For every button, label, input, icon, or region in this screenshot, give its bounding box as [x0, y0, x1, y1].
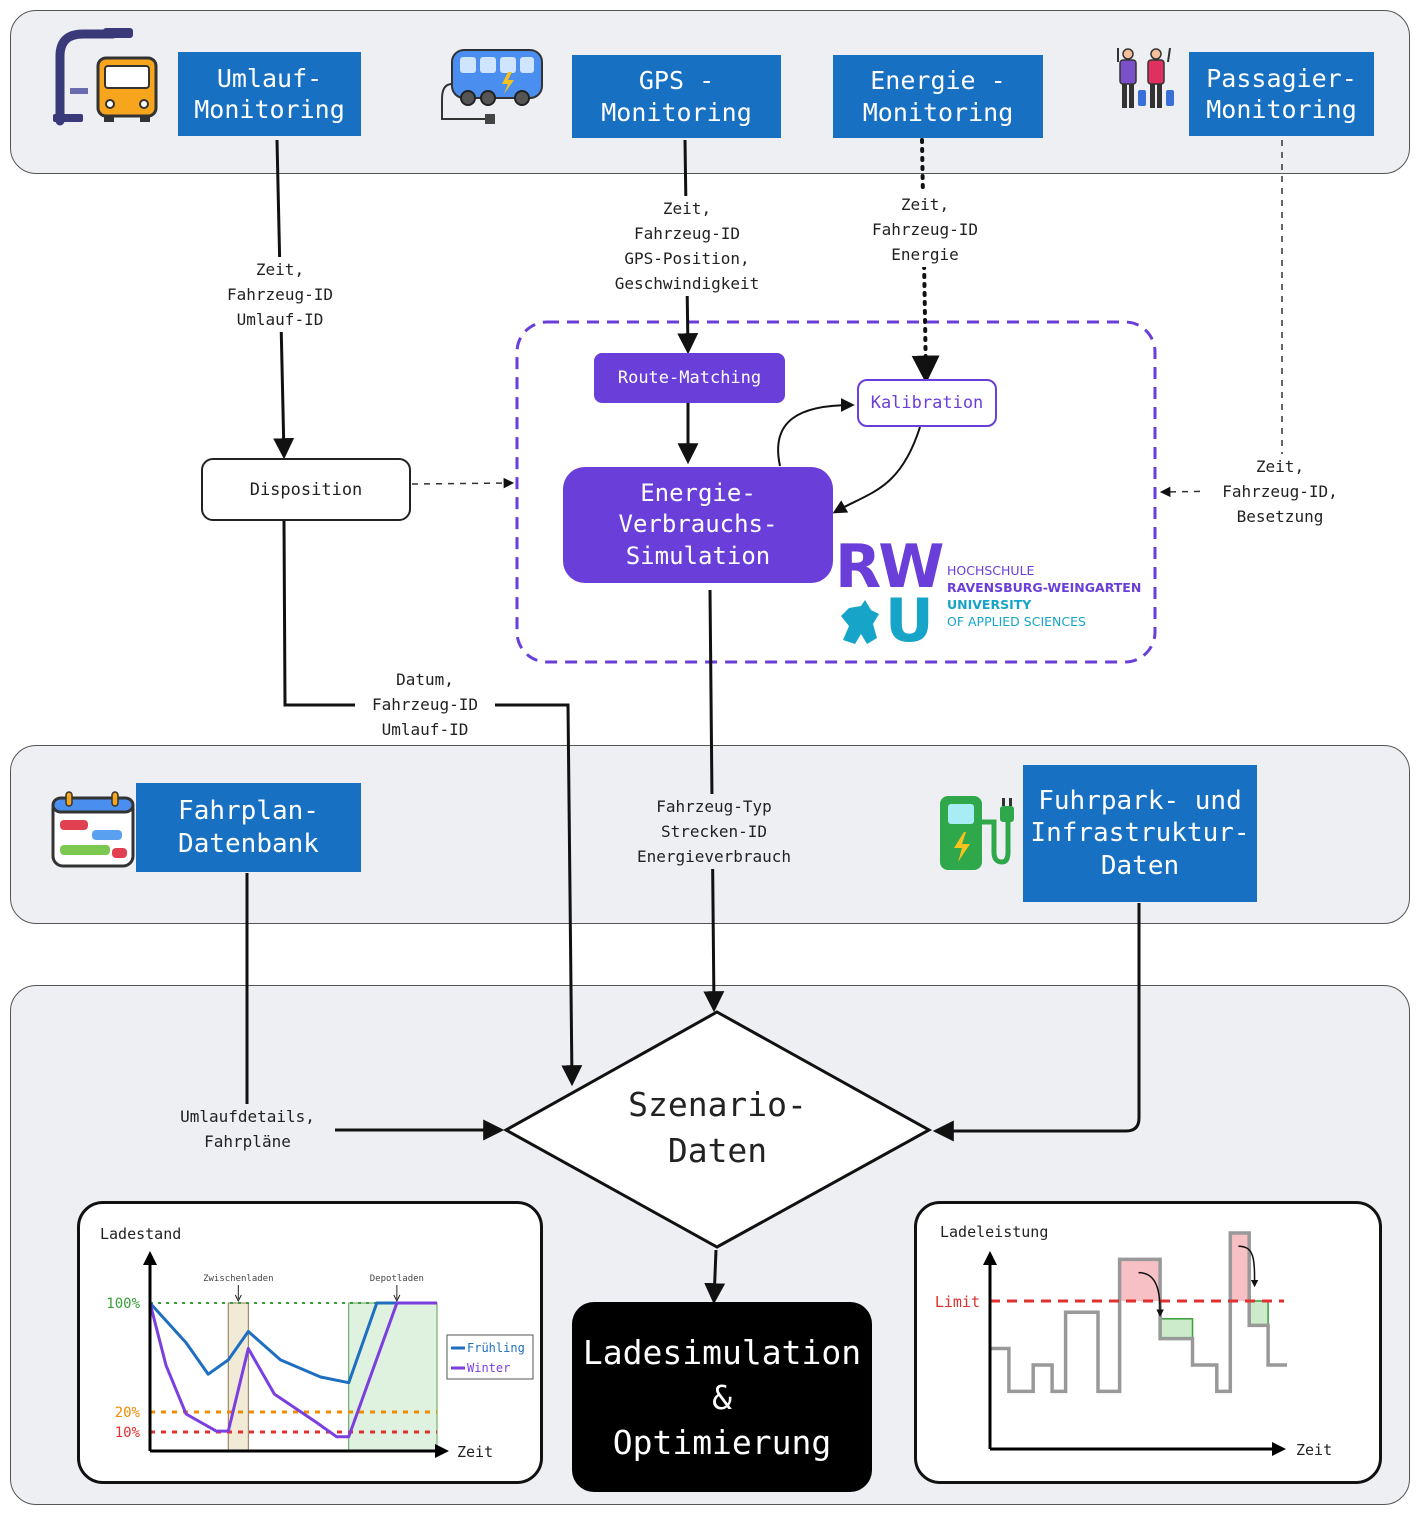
series-line-frühling: [148, 1301, 437, 1385]
charging-station-icon: [940, 796, 1014, 870]
scenario-diamond: [502, 1010, 933, 1249]
edge-label-energie: Zeit, Fahrzeug-ID Energie: [850, 192, 1000, 267]
gps-monitoring-box: GPS - Monitoring: [572, 55, 781, 138]
ladeleistung-chart-frame: [914, 1201, 1382, 1484]
electric-bus-icon: [441, 49, 543, 124]
ladesimulation-label: Ladesimulation & Optimierung: [582, 1332, 862, 1462]
passagier-monitoring-box: Passagier- Monitoring: [1189, 52, 1374, 136]
shift-arrow-2: [1238, 1245, 1259, 1288]
umlauf-monitoring-box: Umlauf- Monitoring: [178, 52, 361, 136]
annotation-zwischenladen: Zwischenladen: [203, 1274, 273, 1284]
y-axis-arrowhead: [983, 1251, 997, 1265]
energie-monitoring-box: Energie - Monitoring: [833, 55, 1043, 138]
edge-label-gps: Zeit, Fahrzeug-ID GPS-Position, Geschwin…: [590, 196, 784, 296]
calendar-icon: [51, 791, 135, 868]
shifted-fill-2: [1248, 1300, 1269, 1327]
overflow-fill-2: [1230, 1233, 1250, 1301]
logo-line4: OF APPLIED SCIENCES: [947, 614, 1086, 629]
rwu-logo: RW U HOCHSCHULE RAVENSBURG-WEINGARTEN UN…: [835, 532, 1145, 656]
legend-label-winter: Winter: [467, 1361, 510, 1375]
limit-label: Limit: [935, 1293, 980, 1311]
shaded-region-1: [227, 1302, 249, 1452]
edge-label-passagier: Zeit, Fahrzeug-ID, Besetzung: [1205, 454, 1355, 529]
shifted-fill-1: [1159, 1318, 1194, 1340]
y-tick-label-20: 20%: [115, 1405, 141, 1421]
disposition-box: Disposition: [201, 458, 411, 521]
logo-letter-u: U: [885, 586, 934, 656]
logo-line2: RAVENSBURG-WEINGARTEN: [947, 580, 1142, 595]
x-axis-arrowhead: [1272, 1442, 1286, 1456]
kalibration-label: Kalibration: [870, 393, 984, 413]
power-step-line: [990, 1231, 1287, 1394]
y-tick-label-10: 10%: [115, 1425, 141, 1441]
route-matching-box: Route-Matching: [594, 353, 785, 403]
annotation-arrowhead-1: [234, 1294, 242, 1303]
legend-box: [446, 1334, 534, 1380]
bus-stop-icon: [53, 28, 158, 126]
annotation-depotladen: Depotladen: [370, 1274, 424, 1284]
x-axis-label: Zeit: [1296, 1441, 1332, 1459]
x-axis-arrowhead: [435, 1444, 449, 1458]
legend-label-frühling: Frühling: [467, 1341, 525, 1355]
scenario-label: Szenario- Daten: [628, 1085, 807, 1170]
passengers-icon: [1117, 47, 1174, 108]
logo-line1: HOCHSCHULE: [947, 563, 1035, 578]
lion-icon: [841, 600, 879, 644]
ladestand-chart-frame: [77, 1201, 543, 1484]
y-axis-label: Ladeleistung: [940, 1223, 1048, 1241]
logo-text: HOCHSCHULE RAVENSBURG-WEINGARTEN UNIVERS…: [947, 562, 1141, 630]
fahrplan-datenbank-box: Fahrplan- Datenbank: [136, 783, 361, 872]
edge-label-umlauf: Zeit, Fahrzeug-ID Umlauf-ID: [200, 257, 360, 332]
x-axis-label: Zeit: [457, 1443, 493, 1461]
logo-letters-rw: RW: [835, 532, 944, 602]
shaded-region-2: [348, 1302, 438, 1452]
fuhrpark-infrastruktur-box: Fuhrpark- und Infrastruktur- Daten: [1023, 765, 1257, 902]
annotation-arrowhead-2: [393, 1294, 401, 1303]
series-line-winter: [148, 1301, 437, 1439]
ladesimulation-box: Ladesimulation & Optimierung: [572, 1302, 872, 1492]
ladestand-chart: 100% 20% 10% Zwischenladen Depotladen Ladesta…: [100, 1225, 534, 1461]
y-axis-arrowhead: [143, 1251, 157, 1265]
energy-simulation-box: Energie- Verbrauchs- Simulation: [563, 467, 833, 583]
y-tick-label-100: 100%: [106, 1296, 140, 1312]
edge-label-simulation-out: Fahrzeug-Typ Strecken-ID Energieverbrauc…: [618, 794, 810, 869]
logo-line3: UNIVERSITY: [947, 597, 1032, 612]
shift-arrow-1: [1138, 1271, 1164, 1317]
edge-label-fahrplan-out: Umlaufdetails, Fahrpläne: [160, 1104, 335, 1154]
edge-label-disposition-out: Datum, Fahrzeug-ID Umlauf-ID: [355, 667, 495, 742]
kalibration-box: Kalibration: [857, 379, 997, 427]
y-axis-label: Ladestand: [100, 1225, 181, 1243]
disposition-label: Disposition: [249, 479, 363, 500]
